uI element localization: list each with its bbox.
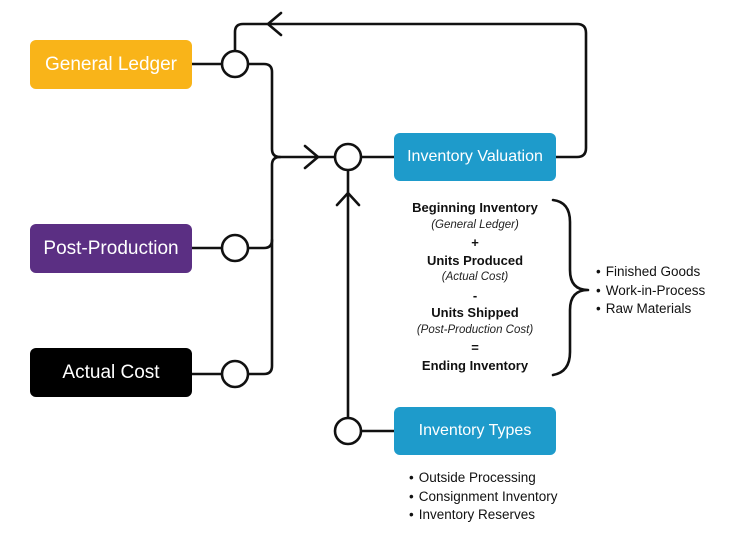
post-production-feed-line	[246, 155, 282, 250]
formula-produced: Units Produced	[426, 252, 524, 268]
formula-minus: -	[472, 287, 478, 303]
formula-beginning-source: (General Ledger)	[431, 218, 519, 231]
inventory-valuation-node: Inventory Valuation	[394, 133, 556, 181]
general-ledger-feed-line	[246, 62, 337, 159]
inventory-types-list: Outside Processing Consignment Inventory…	[409, 469, 558, 525]
formula-shipped: Units Shipped	[431, 305, 519, 320]
list-item: Raw Materials	[596, 300, 705, 319]
feedback-arrow-head	[266, 11, 283, 37]
upward-arrow-head	[335, 191, 361, 207]
actual-cost-circle	[220, 359, 250, 389]
post-production-node: Post-Production	[30, 224, 192, 273]
list-item: Work-in-Process	[596, 282, 706, 301]
formula-equals: =	[471, 340, 479, 355]
list-item: Inventory Reserves	[409, 506, 558, 525]
formula-shipped-source: (Post-Production Cost)	[416, 323, 534, 336]
curly-brace	[551, 198, 590, 377]
post-production-circle	[220, 233, 250, 263]
formula-ending: Ending Inventory	[421, 357, 529, 373]
formula-plus: +	[471, 235, 479, 250]
valuation-circle	[333, 142, 363, 172]
formula-produced-source: (Actual Cost)	[441, 271, 509, 283]
actual-cost-node: Actual Cost	[30, 348, 192, 397]
formula-beginning: Beginning Inventory	[412, 200, 538, 215]
list-item: Finished Goods	[596, 263, 705, 282]
general-ledger-circle	[220, 49, 250, 79]
inventory-formula: Beginning Inventory (General Ledger) + U…	[385, 199, 565, 374]
list-item: Consignment Inventory	[409, 488, 558, 507]
types-circle	[333, 416, 363, 446]
list-item: Outside Processing	[409, 469, 558, 488]
inventory-types-node: Inventory Types	[394, 407, 556, 455]
valuation-items-list: Finished Goods Work-in-Process Raw Mater…	[596, 263, 706, 319]
feedback-loop-line	[233, 22, 588, 159]
actual-cost-feed-line	[246, 238, 274, 376]
general-ledger-node: General Ledger	[30, 40, 192, 89]
merge-arrow-head	[303, 144, 320, 170]
